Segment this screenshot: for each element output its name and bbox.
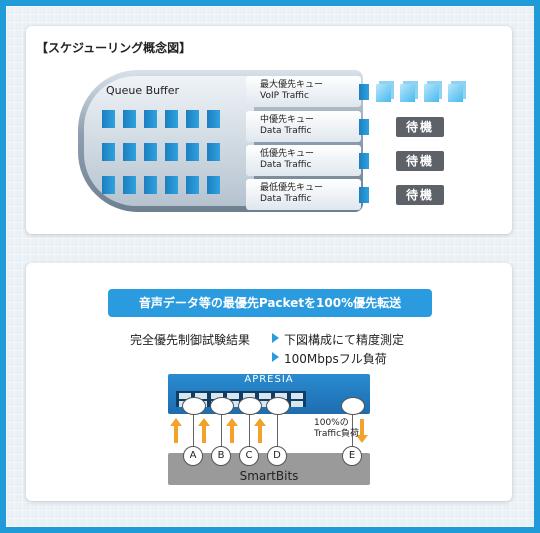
buffer-block [207,110,220,128]
traffic-arrow [174,425,178,443]
lane-traffic: VoIP Traffic [260,91,309,101]
test-result-card: 音声データ等の最優先Packetを100%優先転送 完全優先制御試験結果 下図構… [26,263,512,501]
buffer-block [165,143,178,161]
port-oval [182,397,206,415]
buffer-block [207,143,220,161]
switch-port [195,393,207,399]
lane-name: 低優先キュー [260,149,315,159]
link-line [193,413,194,447]
traffic-load-label: 100%の Traffic負荷 [314,418,359,440]
switch-port [291,401,303,407]
scheduling-concept-card: 【スケジューリング概念図】 Queue Buffer 最大優先キュー VoIP … [26,26,512,234]
buffer-block [102,176,115,194]
queue-lane-mid: 中優先キュー Data Traffic [246,111,361,142]
buffer-block [207,176,220,194]
switch-port [211,393,223,399]
lane-traffic: Data Traffic [260,126,312,136]
traffic-load-line2: Traffic負荷 [314,429,360,439]
bullet-arrow-icon [272,333,279,343]
queue-lane-lowest: 最低優先キュー Data Traffic [246,179,361,210]
buffer-block [102,143,115,161]
lane-name: 中優先キュー [260,115,315,125]
port-oval [210,397,234,415]
up-arrow-icon [254,418,266,426]
wait-badge: 待機 [396,151,444,171]
traffic-arrow [202,425,206,443]
buffer-block [123,110,136,128]
switch-port [259,401,271,407]
up-arrow-icon [170,418,182,426]
lane-name: 最大優先キュー [260,80,324,90]
switch-port [275,393,287,399]
traffic-arrow [258,425,262,443]
buffer-block [123,143,136,161]
switch-port [179,393,191,399]
queue-head-block [359,84,369,100]
queue-lane-voip: 最大優先キュー VoIP Traffic [246,76,361,107]
queue-buffer-label: Queue Buffer [106,84,180,97]
wait-badge: 待機 [396,117,444,137]
wait-badge: 待機 [396,185,444,205]
forwarded-packet [448,84,463,102]
switch-port [227,393,239,399]
queue-head-block [359,153,369,169]
switch-port [243,393,255,399]
port-d: D [267,446,287,466]
traffic-load-line1: 100%の [314,418,349,428]
port-b: B [211,446,231,466]
link-line [221,413,222,447]
tester-label: SmartBits [239,469,299,483]
queue-head-block [359,119,369,135]
link-line [249,413,250,447]
priority-banner: 音声データ等の最優先Packetを100%優先転送 [108,289,432,317]
port-oval [341,397,365,415]
forwarded-packet [376,84,391,102]
port-c: C [239,446,259,466]
switch-port [259,393,271,399]
lane-name: 最低優先キュー [260,183,324,193]
buffer-block [186,110,199,128]
up-arrow-icon [198,418,210,426]
result-label: 完全優先制御試験結果 [130,333,251,347]
forwarded-packet [424,84,439,102]
concept-title: 【スケジューリング概念図】 [36,41,192,55]
buffer-block [186,143,199,161]
buffer-block [186,176,199,194]
buffer-block [144,143,157,161]
bullet-arrow-icon [272,352,279,362]
buffer-block [102,110,115,128]
up-arrow-icon [226,418,238,426]
buffer-block [144,176,157,194]
port-oval [266,397,290,415]
port-a: A [183,446,203,466]
bullet-measurement: 下図構成にて精度測定 [284,333,405,347]
traffic-arrow [230,425,234,443]
queue-head-block [359,187,369,203]
buffer-block [144,110,157,128]
port-oval [238,397,262,415]
lane-traffic: Data Traffic [260,160,312,170]
lane-traffic: Data Traffic [260,194,312,204]
port-e: E [342,446,362,466]
queue-lane-low: 低優先キュー Data Traffic [246,145,361,176]
buffer-block [165,176,178,194]
link-line [352,413,353,447]
link-line [277,413,278,447]
down-arrow-icon [356,435,368,443]
buffer-block [123,176,136,194]
forwarded-packet [400,84,415,102]
bullet-load: 100Mbpsフル負荷 [284,352,387,366]
switch-label: APRESIA [244,374,294,385]
buffer-block [165,110,178,128]
traffic-arrow [360,419,364,435]
switch-port [291,393,303,399]
